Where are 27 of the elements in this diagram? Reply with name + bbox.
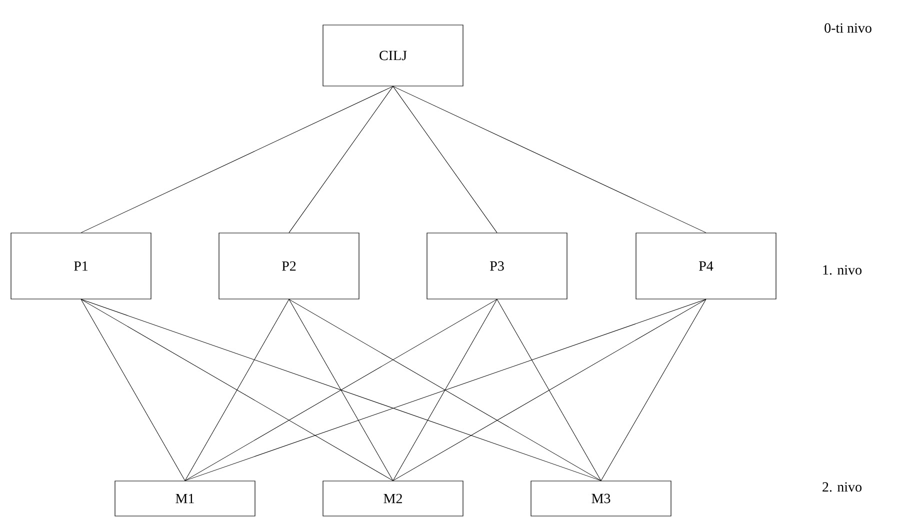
connector-line [392, 86, 706, 233]
connector-line [184, 299, 706, 481]
connector-line [392, 86, 498, 233]
level-box: M2 [322, 480, 464, 516]
level-label: 2. nivo [822, 482, 862, 492]
level-box: M3 [530, 480, 672, 516]
connector-line [80, 299, 394, 481]
level-label: 1. nivo [823, 265, 862, 275]
connector-line [288, 299, 394, 481]
connector-line [288, 299, 602, 481]
level-box: P2 [218, 232, 360, 300]
level-box: CILJ [322, 24, 464, 86]
connector-line [80, 299, 186, 481]
connector-line [184, 299, 290, 481]
connector-line [496, 299, 602, 481]
connector-line [184, 299, 498, 481]
connector-line [80, 86, 394, 233]
connector-line [392, 299, 498, 481]
connector-line [600, 299, 706, 481]
level-box: M1 [114, 480, 256, 516]
connector-line [288, 86, 394, 233]
level-box: P4 [636, 232, 776, 300]
connector-line [392, 299, 706, 481]
level-box: P1 [10, 232, 152, 300]
connector-line [80, 299, 602, 481]
level-label: 0-ti nivo [824, 23, 872, 33]
level-box: P3 [426, 232, 568, 300]
